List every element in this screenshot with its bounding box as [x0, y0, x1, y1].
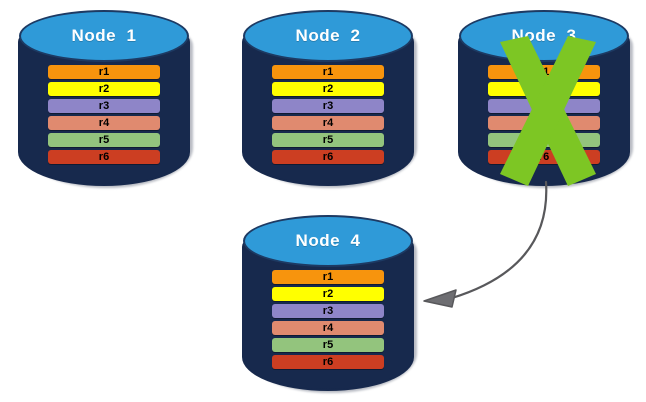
- record-bar: r4: [272, 321, 384, 335]
- node-1[interactable]: Node 1 r1 r2 r3 r4 r5 r6: [18, 8, 193, 190]
- record-bar: r4: [488, 116, 600, 130]
- record-bar: r3: [488, 99, 600, 113]
- record-bar: r5: [272, 338, 384, 352]
- record-bar: r3: [48, 99, 160, 113]
- record-bar: r4: [48, 116, 160, 130]
- record-bar: r1: [272, 65, 384, 79]
- node-3[interactable]: Node 3 r1 r2 r3 r4 r5 r6: [458, 8, 633, 190]
- record-bar: r5: [48, 133, 160, 147]
- node-3-records: r1 r2 r3 r4 r5 r6: [488, 65, 600, 164]
- record-bar: r6: [488, 150, 600, 164]
- node-4-records: r1 r2 r3 r4 r5 r6: [272, 270, 384, 369]
- node-2-label: Node 2: [295, 26, 361, 45]
- node-2-records: r1 r2 r3 r4 r5 r6: [272, 65, 384, 164]
- record-bar: r5: [272, 133, 384, 147]
- node-3-top-disc: Node 3: [459, 10, 629, 62]
- record-bar: r2: [272, 82, 384, 96]
- node-4-label: Node 4: [295, 231, 361, 250]
- node-3-label: Node 3: [511, 26, 577, 45]
- node-1-label: Node 1: [71, 26, 137, 45]
- node-1-top-disc: Node 1: [19, 10, 189, 62]
- node-4-top-disc: Node 4: [243, 215, 413, 267]
- record-bar: r3: [272, 99, 384, 113]
- record-bar: r6: [272, 355, 384, 369]
- record-bar: r1: [48, 65, 160, 79]
- record-bar: r3: [272, 304, 384, 318]
- record-bar: r4: [272, 116, 384, 130]
- node-1-records: r1 r2 r3 r4 r5 r6: [48, 65, 160, 164]
- node-2[interactable]: Node 2 r1 r2 r3 r4 r5 r6: [242, 8, 417, 190]
- record-bar: r1: [488, 65, 600, 79]
- record-bar: r2: [488, 82, 600, 96]
- record-bar: r6: [272, 150, 384, 164]
- record-bar: r2: [48, 82, 160, 96]
- node-4[interactable]: Node 4 r1 r2 r3 r4 r5 r6: [242, 213, 417, 395]
- record-bar: r1: [272, 270, 384, 284]
- record-bar: r2: [272, 287, 384, 301]
- record-bar: r6: [48, 150, 160, 164]
- record-bar: r5: [488, 133, 600, 147]
- node-2-top-disc: Node 2: [243, 10, 413, 62]
